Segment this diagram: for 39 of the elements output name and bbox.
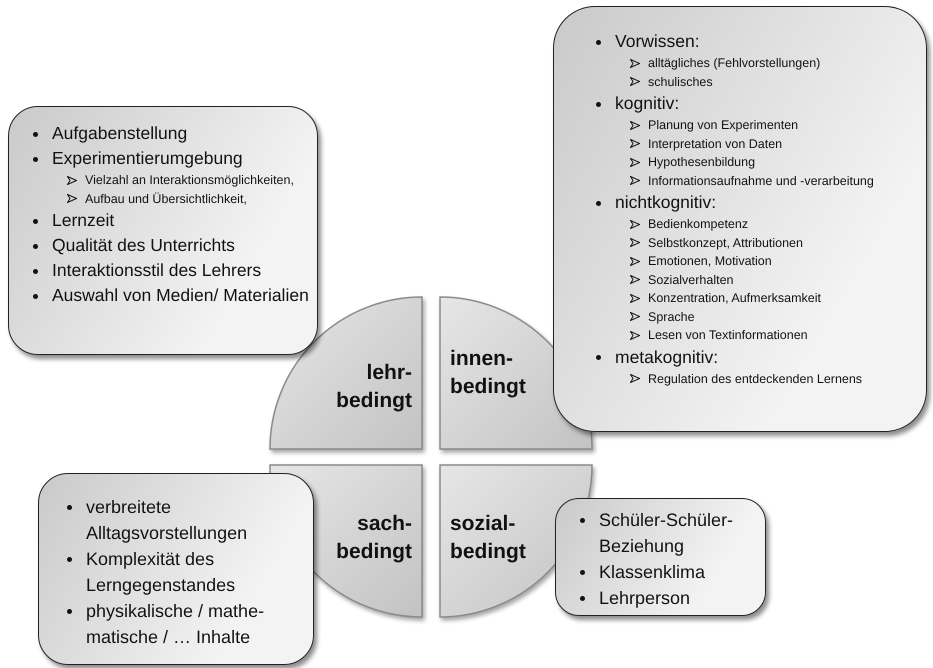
sub-item: Sozialverhalten (648, 272, 734, 288)
bullet-item: metakognitiv: (615, 346, 718, 369)
sub-item: Planung von Experimenten (648, 117, 798, 134)
sub-item: Emotionen, Motivation (648, 253, 772, 270)
sub-item: Regulation des entdeckenden Lernens (648, 370, 862, 388)
quarter-segment (440, 297, 592, 449)
bullet-item: Vorwissen: (615, 30, 700, 53)
bullet-item: Interaktionsstil des Lehrers (52, 259, 262, 282)
rounded-text-box (8, 106, 318, 355)
sub-item: Sprache (648, 308, 695, 326)
bullet-item: physikalische / mathe- matische / … Inhalte (86, 600, 266, 649)
segment-label: sach- bedingt (335, 511, 412, 565)
segment-label: sozial- bedingt (450, 511, 527, 565)
bullet-item: kognitiv: (615, 92, 680, 115)
segment-label: innen- bedingt (450, 346, 527, 400)
rounded-text-box (555, 498, 766, 616)
bullet-item: Aufgabenstellung (52, 122, 188, 145)
bullet-item: Klassenklima (599, 561, 706, 584)
bullet-item: verbreitete Alltagsvorstellungen (86, 496, 248, 545)
bullet-item: Lehrperson (599, 587, 690, 610)
sub-item: Selbstkonzept, Attributionen (648, 234, 803, 252)
bullet-item: Lernzeit (52, 209, 114, 232)
sub-item: Vielzahl an Interaktionsmöglichkeiten, (85, 172, 294, 189)
sub-item: Informationsaufnahme und -verarbeitung (648, 172, 874, 190)
bullet-item: Auswahl von Medien/ Materialien (52, 284, 309, 307)
sub-item: alltägliches (Fehlvorstellungen) (648, 55, 820, 72)
sub-item: Konzentration, Aufmerksamkeit (648, 290, 821, 307)
sub-item: Aufbau und Übersichtlichkeit, (85, 190, 247, 208)
sub-item: Hypothesenbildung (648, 154, 756, 171)
bullet-item: Qualität des Unterrichts (52, 234, 235, 257)
rounded-text-box (553, 6, 927, 432)
bullet-item: nichtkognitiv: (615, 191, 716, 214)
segment-label: lehr- bedingt (335, 360, 412, 414)
sub-item: Bedienkompetenz (648, 216, 748, 233)
sub-item: Interpretation von Daten (648, 136, 782, 153)
bullet-item: Experimentierumgebung (52, 147, 243, 170)
bullet-item: Schüler-Schüler- Beziehung (599, 509, 734, 558)
sub-item: schulisches (648, 74, 713, 90)
sub-item: Lesen von Textinformationen (648, 327, 808, 344)
